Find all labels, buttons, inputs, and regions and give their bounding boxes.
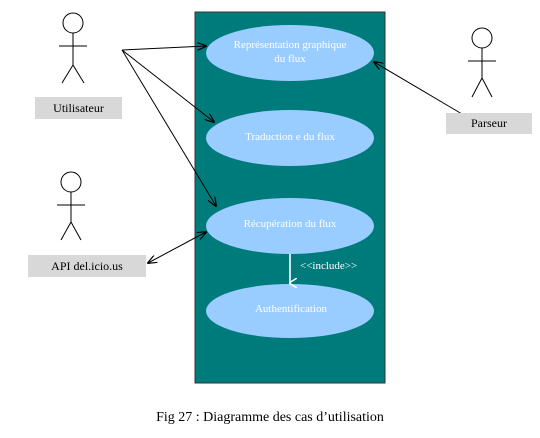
assoc-parseur-representation xyxy=(374,62,463,115)
actor-utilisateur-icon xyxy=(59,12,87,84)
actor-api-label: API del.icio.us xyxy=(28,255,146,277)
actor-parseur-icon xyxy=(468,27,496,98)
usecase-traduction xyxy=(206,110,374,166)
actor-api-icon xyxy=(57,171,85,241)
assoc-api-recuperation xyxy=(148,232,206,263)
figure-caption: Fig 27 : Diagramme des cas d’utilisation xyxy=(156,410,384,425)
assoc-utilisateur-representation xyxy=(121,46,206,51)
usecase-recuperation-label: Récupération du flux xyxy=(243,218,337,230)
assoc-utilisateur-recuperation xyxy=(121,49,216,206)
usecase-representation xyxy=(206,25,374,81)
usecase-recuperation xyxy=(206,198,374,254)
actor-utilisateur-label: Utilisateur xyxy=(35,97,122,119)
actor-parseur-label: Parseur xyxy=(446,113,532,134)
include-stereotype-label: <<include>> xyxy=(300,260,358,272)
assoc-utilisateur-traduction xyxy=(121,49,214,122)
usecase-authentification xyxy=(206,284,374,338)
usecase-authentification-label: Authentification xyxy=(254,303,328,315)
usecase-traduction-label: Traduction e du flux xyxy=(245,131,335,143)
usecase-representation-label: Représentation graphique du flux xyxy=(233,39,347,65)
